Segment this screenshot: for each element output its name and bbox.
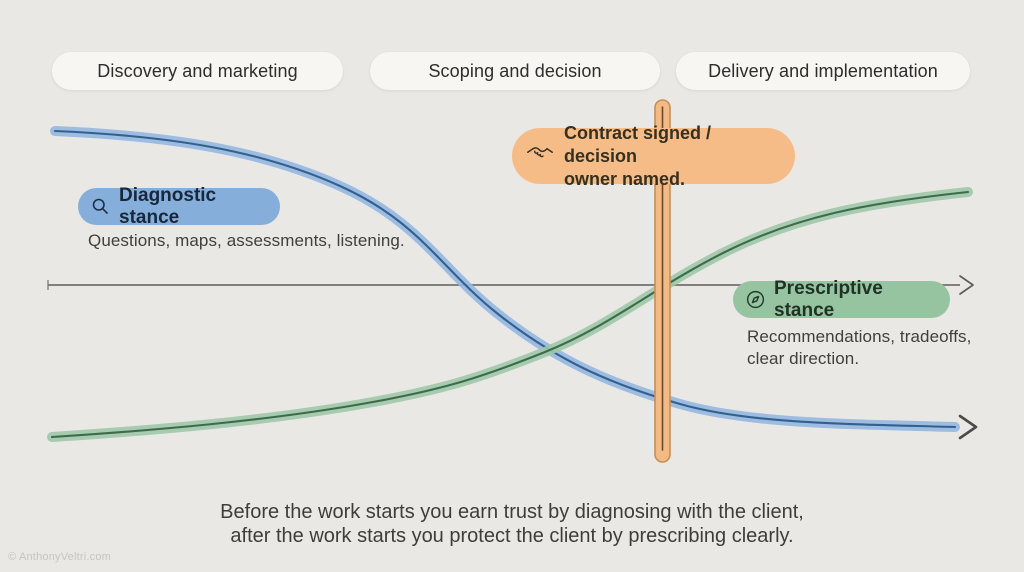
prescriptive-curve bbox=[47, 187, 973, 442]
summary-text: Before the work starts you earn trust by… bbox=[0, 500, 1024, 548]
milestone-label-line2: owner named. bbox=[564, 168, 686, 189]
prescriptive-description: Recommendations, tradeoffs, clear direct… bbox=[747, 326, 971, 370]
diagnostic-curve-core bbox=[53, 129, 957, 429]
diagnostic-description: Questions, maps, assessments, listening. bbox=[88, 231, 405, 250]
phase-label: Scoping and decision bbox=[428, 60, 602, 81]
phase-pill-delivery: Delivery and implementation bbox=[676, 52, 970, 90]
prescriptive-stance-pill: Prescriptive stance bbox=[733, 278, 950, 321]
phase-pill-scoping: Scoping and decision bbox=[370, 52, 660, 90]
phase-pill-discovery: Discovery and marketing bbox=[52, 52, 343, 90]
prescriptive-curve-core bbox=[50, 190, 970, 439]
summary-line1: Before the work starts you earn trust by… bbox=[220, 501, 804, 523]
milestone-label: Contract signed / decision owner named. bbox=[564, 122, 781, 191]
axis-arrow-icon bbox=[959, 275, 974, 295]
milestone-label-line1: Contract signed / decision bbox=[564, 122, 712, 166]
diagnostic-stance-pill: Diagnostic stance bbox=[78, 185, 280, 228]
watermark: © AnthonyVeltri.com bbox=[8, 551, 112, 563]
diagnostic-curve-arrow-icon bbox=[958, 414, 978, 440]
milestone-pill: Contract signed / decision owner named. bbox=[512, 123, 795, 189]
prescriptive-description-line2: clear direction. bbox=[747, 349, 860, 368]
summary-line2: after the work starts you protect the cl… bbox=[230, 525, 794, 547]
handshake-icon bbox=[526, 140, 554, 173]
prescriptive-description-line1: Recommendations, tradeoffs, bbox=[747, 327, 972, 346]
prescriptive-stance-label: Prescriptive stance bbox=[774, 277, 883, 321]
phase-label: Delivery and implementation bbox=[708, 60, 938, 81]
compass-icon bbox=[745, 289, 766, 310]
diagnostic-curve bbox=[50, 126, 978, 440]
magnifier-icon bbox=[90, 196, 111, 217]
phase-label: Discovery and marketing bbox=[97, 60, 298, 81]
diagnostic-stance-label: Diagnostic stance bbox=[119, 184, 217, 228]
